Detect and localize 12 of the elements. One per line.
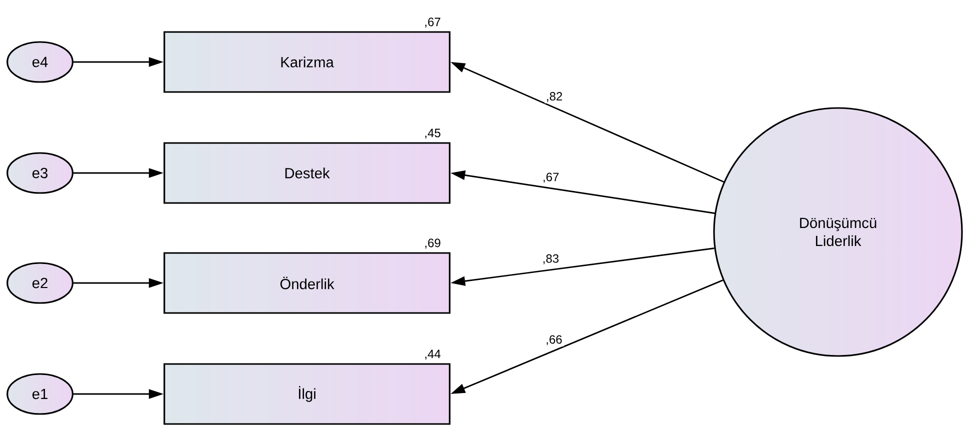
loading-value: ,44 (425, 350, 441, 360)
edge-label: ,66 (546, 335, 562, 346)
edge-label: ,82 (547, 92, 562, 102)
edge-label: ,67 (544, 172, 559, 183)
loading-value: ,67 (425, 18, 440, 28)
variable-box: Önderlik (164, 252, 450, 314)
variable-box: İlgi (164, 363, 450, 425)
variable-box: Karizma (164, 31, 450, 93)
edge-label: ,83 (543, 254, 559, 264)
loading-value: ,45 (425, 128, 440, 139)
variable-box: Destek (164, 142, 450, 204)
loading-value: ,69 (425, 238, 440, 249)
